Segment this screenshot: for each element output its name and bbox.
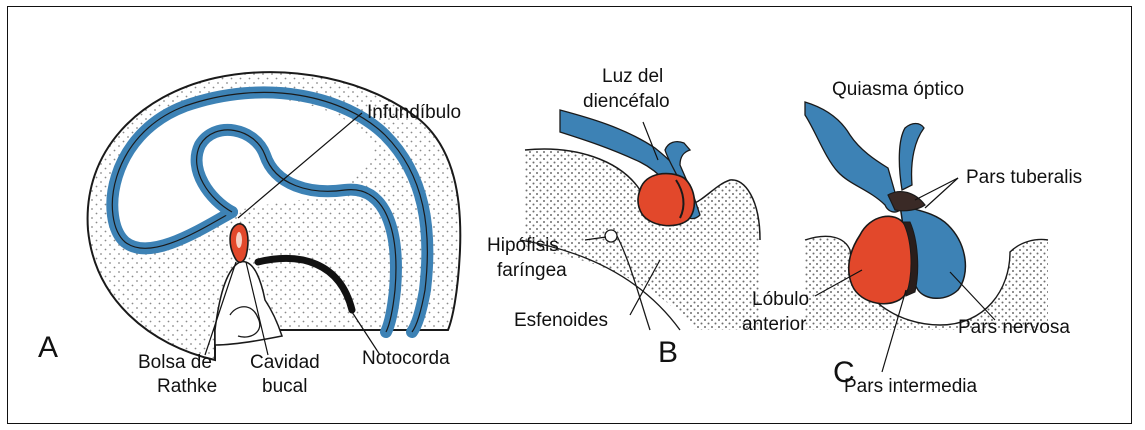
leader-tuberalis-1: [915, 178, 958, 200]
rathke-pouch-lumen: [236, 232, 242, 248]
sphenoid-bone: [525, 149, 760, 330]
panel-a: A Infundíbulo Bolsa de Rathke Cavidad bu…: [38, 72, 461, 397]
label-infundibulo: Infundíbulo: [367, 102, 461, 123]
panel-letter-b: B: [658, 336, 678, 369]
label-luz-line2: diencéfalo: [583, 91, 670, 112]
label-lobulo-line1: Lóbulo: [752, 289, 809, 310]
label-quiasma: Quiasma óptico: [832, 79, 964, 100]
label-luz-line1: Luz del: [602, 66, 663, 87]
optic-chiasm: [805, 102, 900, 212]
label-lobulo-line2: anterior: [742, 314, 807, 335]
label-esfenoides: Esfenoides: [514, 310, 608, 331]
pituitary-gland-b: [638, 174, 694, 226]
label-cavidad-line2: bucal: [262, 376, 307, 397]
label-bolsa-line2: Rathke: [157, 376, 217, 397]
panel-letter-a: A: [38, 331, 58, 364]
label-tuberalis: Pars tuberalis: [966, 167, 1082, 188]
label-hipofisis-line1: Hipófisis: [487, 235, 559, 256]
third-ventricle-wall: [899, 124, 924, 191]
label-bolsa-line1: Bolsa de: [138, 352, 212, 373]
anterior-lobe: [849, 216, 913, 303]
leader-nervosa: [950, 272, 995, 320]
label-hipofisis-line2: faríngea: [497, 260, 567, 281]
panel-c: Quiasma óptico Pars tuberalis Lóbulo ant…: [742, 79, 1082, 397]
label-cavidad-line1: Cavidad: [250, 352, 320, 373]
panel-b: Luz del diencéfalo Hipófisis faríngea Es…: [487, 66, 760, 369]
panel-letter-c: C: [833, 356, 855, 389]
label-nervosa: Pars nervosa: [958, 317, 1070, 338]
pharyngeal-hypophysis: [605, 230, 617, 242]
label-notocorda: Notocorda: [362, 348, 450, 369]
pars-tuberalis: [888, 192, 925, 211]
label-intermedia: Pars intermedia: [844, 376, 977, 397]
